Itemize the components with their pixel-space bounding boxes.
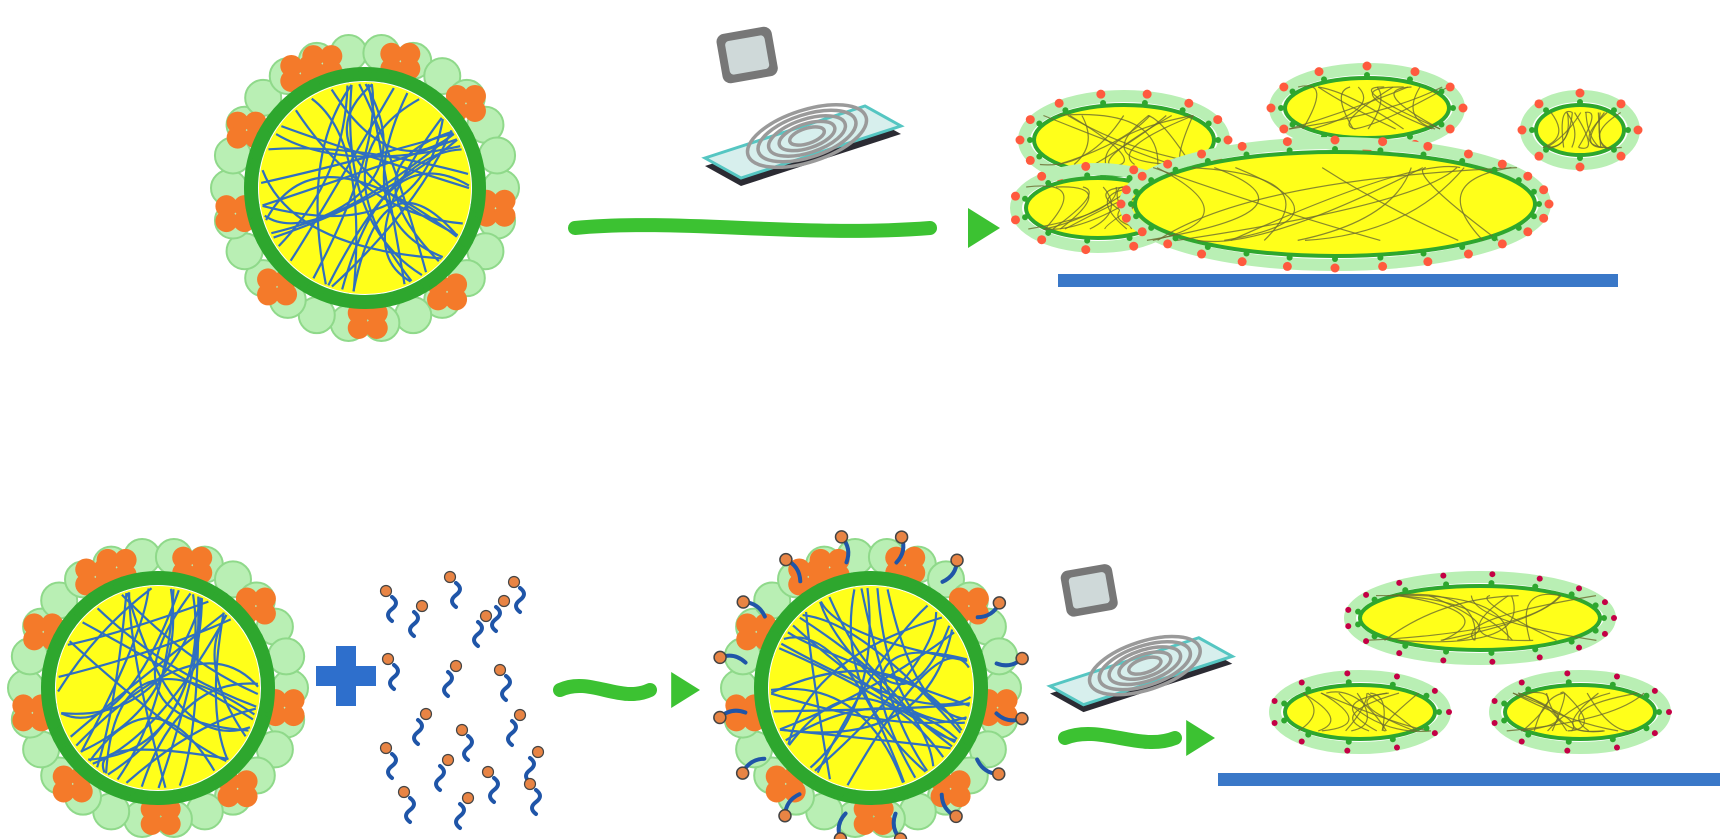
plus-icon <box>316 646 376 706</box>
arrow-icon <box>553 672 700 708</box>
process-row-bottom <box>7 530 1720 839</box>
process-row-top <box>210 26 1643 343</box>
arrow-icon <box>1058 720 1215 756</box>
nanoparticle-icon <box>713 530 1029 839</box>
substrate-bar <box>1058 274 1618 287</box>
spin-coater-icon <box>701 26 905 186</box>
film-icon <box>1269 571 1672 754</box>
nanoparticle-icon <box>210 33 520 343</box>
film-icon <box>1010 61 1643 273</box>
arrow-icon <box>568 208 1000 248</box>
spin-coater-icon <box>1046 564 1237 713</box>
nanoparticle-icon <box>7 537 309 839</box>
molecule-icon <box>379 570 545 830</box>
substrate-bar <box>1218 773 1720 786</box>
